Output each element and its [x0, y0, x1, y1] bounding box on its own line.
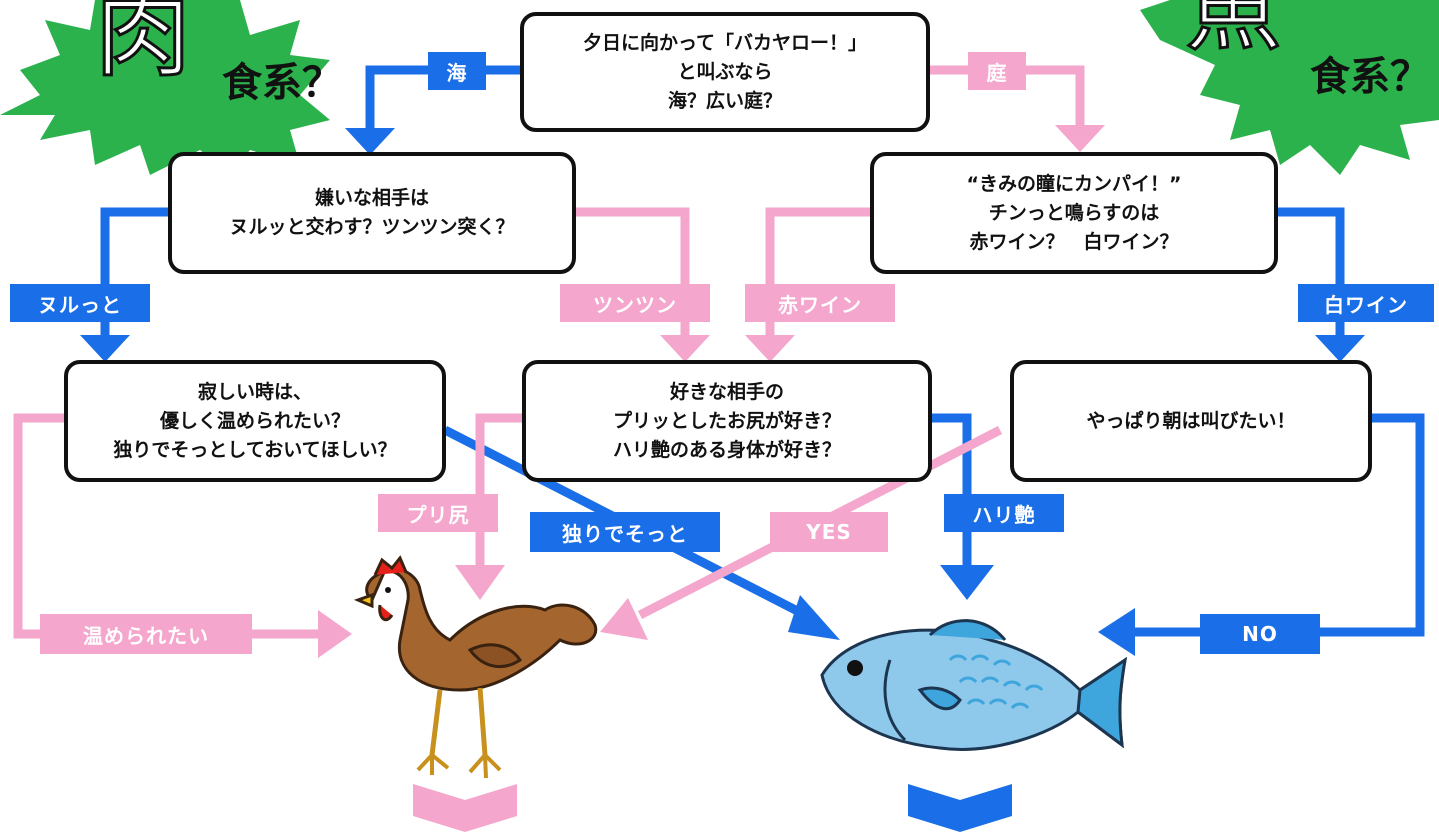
question-line: 寂しい時は、	[197, 380, 312, 403]
label-niwa: 庭	[968, 52, 1026, 90]
connector-hari-tsuya	[930, 413, 972, 565]
arrow-head	[345, 128, 395, 155]
arrow-head	[745, 335, 795, 362]
question-box-start: 夕日に向かって「バカヤロー！」 と叫ぶなら 海？広い庭？	[520, 12, 930, 132]
fish-illustration	[820, 619, 1128, 751]
question-line: 赤ワイン？ 白ワイン？	[969, 230, 1179, 253]
label-shiro-wine: 白ワイン	[1298, 284, 1434, 322]
question-box-lonely: 寂しい時は、 優しく温められたい？ 独りでそっとしておいてほしい？	[64, 360, 446, 482]
fish-down-chevron	[908, 784, 1012, 832]
label-no: NO	[1200, 614, 1320, 654]
question-box-body: 好きな相手の プリッとしたお尻が好き？ ハリ艶のある身体が好き？	[522, 360, 932, 482]
question-box-enemy: 嫌いな相手は ヌルッと交わす？ツンツン突く？	[168, 152, 576, 274]
meat-burst	[0, 0, 330, 175]
question-line: やっぱり朝は叫びたい！	[1086, 409, 1296, 432]
arrow-head	[80, 335, 130, 362]
chicken-down-chevron	[413, 784, 517, 832]
arrow-head	[1055, 125, 1105, 152]
question-line: と叫ぶなら	[677, 60, 773, 83]
meat-kanji: 肉	[94, 0, 193, 90]
fish-kanji: 魚	[1184, 0, 1283, 64]
question-line: 独りでそっとしておいてほしい？	[113, 438, 397, 461]
question-line: 好きな相手の	[669, 380, 784, 403]
meat-suffix: 食系？	[222, 60, 342, 106]
label-nurutto: ヌルっと	[10, 284, 150, 322]
question-line: 夕日に向かって「バカヤロー！」	[582, 31, 868, 54]
arrow-head	[660, 335, 710, 362]
arrow-head	[455, 565, 505, 600]
question-box-morning: やっぱり朝は叫びたい！	[1010, 360, 1372, 482]
label-tsuntsun: ツンツン	[560, 284, 710, 322]
question-line: ハリ艶のある身体が好き？	[612, 438, 841, 461]
question-line: 嫌いな相手は	[314, 187, 429, 209]
label-umi: 海	[428, 52, 486, 90]
question-line: ヌルッと交わす？ツンツン突く？	[229, 216, 515, 238]
arrow-head	[788, 595, 840, 640]
arrow-head	[940, 565, 994, 600]
fish-suffix: 食系？	[1310, 54, 1430, 100]
chicken-illustration	[353, 555, 598, 779]
label-puri-shiri: プリ尻	[378, 494, 498, 532]
question-line: 優しく温められたい？	[159, 409, 350, 432]
fish-burst	[1140, 0, 1439, 175]
arrow-head	[318, 610, 352, 658]
question-line: 海？広い庭？	[667, 89, 782, 112]
label-hitori: 独りでそっと	[530, 512, 720, 552]
label-aka-wine: 赤ワイン	[745, 284, 895, 322]
question-line: プリッとしたお尻が好き？	[612, 409, 841, 432]
arrow-head	[600, 598, 648, 640]
arrow-head	[1098, 608, 1135, 656]
label-atatame: 温められたい	[40, 614, 252, 654]
question-line: “きみの瞳にカンパイ！”	[966, 172, 1182, 195]
question-box-wine: “きみの瞳にカンパイ！” チンっと鳴らすのは 赤ワイン？ 白ワイン？	[870, 152, 1278, 274]
label-hari-tsuya: ハリ艶	[944, 494, 1064, 532]
arrow-head	[1315, 335, 1365, 362]
label-yes: YES	[770, 512, 888, 552]
question-line: チンっと鳴らすのは	[988, 201, 1160, 224]
